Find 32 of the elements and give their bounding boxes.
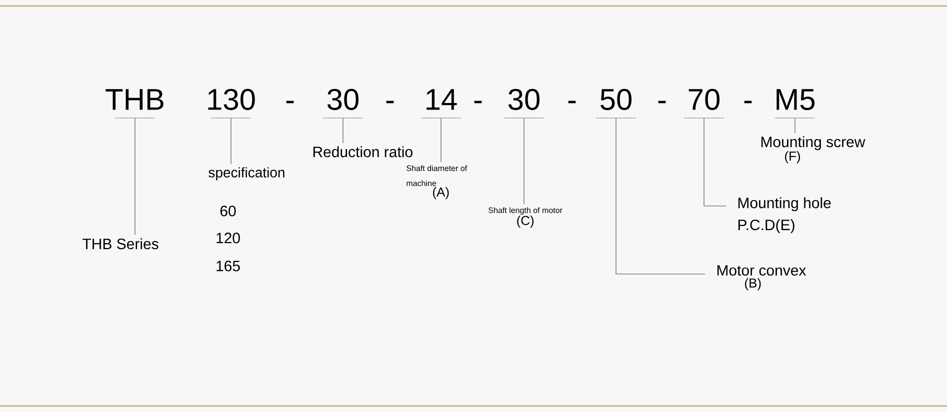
leader-line <box>616 118 706 274</box>
code-segment: 14 <box>420 89 462 118</box>
separator-dash: - <box>474 100 482 104</box>
option-value: 120 <box>216 232 240 244</box>
description-text: Shaft diameter of machine (A) <box>406 165 468 200</box>
separator-dash: - <box>568 100 576 104</box>
leader-line <box>342 118 344 144</box>
leader-line <box>794 118 796 134</box>
leader-line <box>134 118 136 236</box>
code-segment: M5 <box>774 89 816 118</box>
code-segment: 50 <box>596 88 636 118</box>
option-value: 165 <box>216 260 240 272</box>
separator-dash: - <box>658 100 666 104</box>
code-segment: 70 <box>684 88 724 118</box>
description-text: Motor convex (B) <box>717 265 806 290</box>
description-text: Shaft length of motor (C) <box>488 207 562 228</box>
description-text: THB Series <box>82 238 158 250</box>
description-text: Reduction ratio <box>313 146 412 158</box>
description-text: specification <box>208 167 284 180</box>
code-segment: THB <box>106 89 164 118</box>
separator-dash: - <box>744 100 752 104</box>
code-segment: 30 <box>504 88 544 118</box>
code-segment: 130 <box>208 88 255 118</box>
leader-line <box>704 118 726 206</box>
description-text: Mounting screw (F) <box>761 136 866 164</box>
leader-line <box>440 118 442 162</box>
separator-dash: - <box>286 100 294 104</box>
code-segment: 30 <box>322 88 364 118</box>
leader-line <box>230 118 232 164</box>
description-text: Mounting hole P.C.D(E) <box>738 197 831 234</box>
option-value: 60 <box>220 206 236 216</box>
separator-dash: - <box>386 100 394 104</box>
